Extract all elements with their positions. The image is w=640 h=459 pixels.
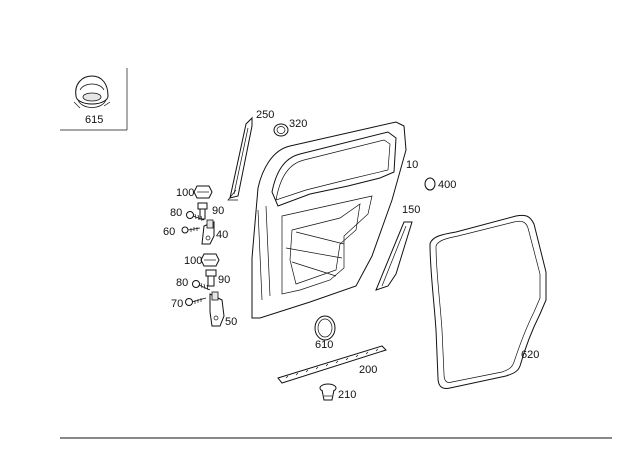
callout-40: 40 — [216, 229, 228, 241]
screw-80-lower — [192, 280, 211, 291]
callout-200: 200 — [359, 364, 377, 376]
plug-320 — [273, 123, 289, 137]
grommet-610 — [314, 315, 336, 341]
callout-90-upper: 90 — [212, 205, 224, 217]
nut-100-lower — [200, 253, 220, 267]
clip-210 — [319, 383, 337, 401]
callout-610: 610 — [315, 339, 333, 351]
trim-150 — [375, 221, 413, 291]
weatherstrip-620 — [429, 214, 547, 389]
callout-60: 60 — [163, 226, 175, 238]
screw-70 — [185, 297, 207, 306]
nut-100-upper — [193, 185, 213, 199]
hinge-40 — [201, 219, 215, 245]
screw-80-upper — [186, 211, 205, 222]
moulding-200 — [277, 345, 387, 384]
callout-150: 150 — [402, 204, 420, 216]
callout-100-lower: 100 — [184, 255, 202, 267]
callout-100-upper: 100 — [176, 187, 194, 199]
plug-400 — [424, 177, 436, 191]
door-shell-10 — [251, 121, 407, 319]
boot-615-drawing — [73, 75, 111, 109]
callout-80-lower: 80 — [176, 277, 188, 289]
callout-90-lower: 90 — [218, 274, 230, 286]
callout-80-upper: 80 — [170, 207, 182, 219]
hinge-50 — [209, 291, 225, 327]
bolt-90-upper — [197, 202, 208, 220]
callout-70: 70 — [171, 298, 183, 310]
callout-10: 10 — [406, 159, 418, 171]
inset-615 — [60, 68, 128, 131]
callout-50: 50 — [225, 316, 237, 328]
screw-60 — [181, 226, 201, 234]
callout-320: 320 — [289, 118, 307, 130]
callout-615: 615 — [85, 114, 103, 126]
window-channel-250 — [227, 116, 253, 201]
bolt-90-lower — [205, 269, 217, 287]
callout-620: 620 — [521, 349, 539, 361]
callout-400: 400 — [438, 179, 456, 191]
callout-210: 210 — [338, 389, 356, 401]
callout-250: 250 — [256, 109, 274, 121]
